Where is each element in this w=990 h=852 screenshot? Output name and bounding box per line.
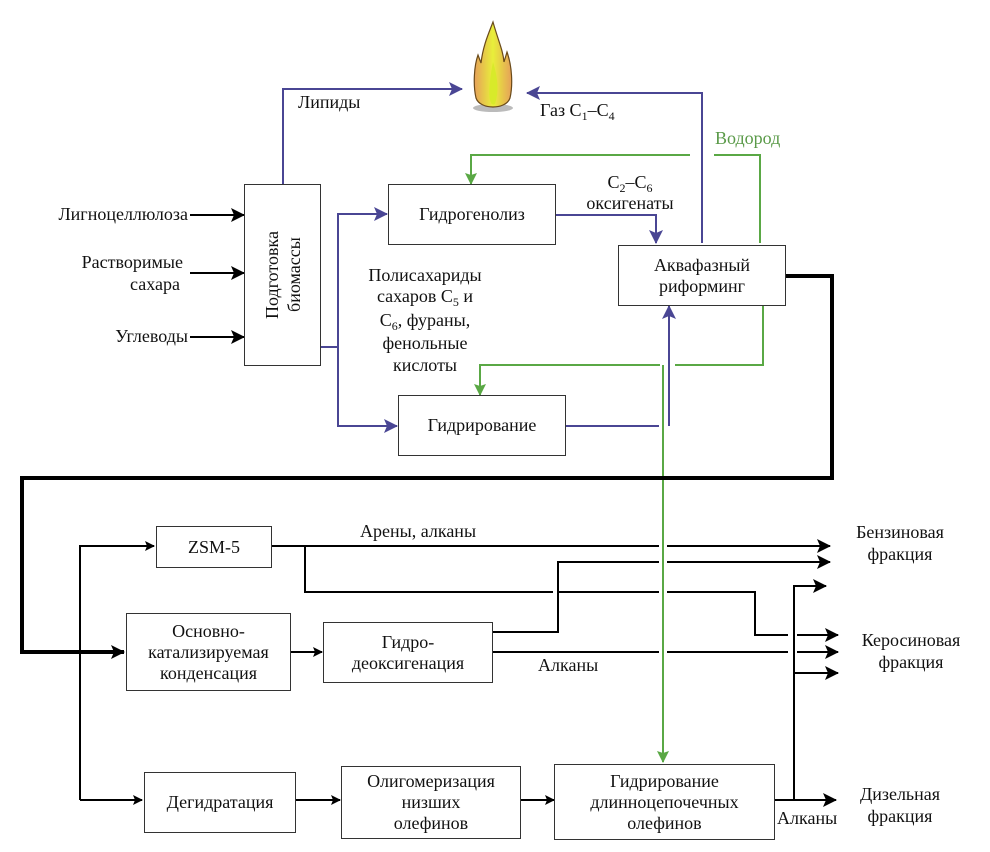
box-aqueous-reforming-line2: риформинг [658,275,746,296]
arrow-gasoline-3 [793,579,827,800]
label-polysaccharides-line3: C6, фураны, [379,310,471,333]
line-hydrogen-top [714,154,761,243]
box-biomass-preparation[interactable]: Подготовка биомассы [244,184,321,366]
output-diesel-line1: Дизельная [859,784,941,804]
input-lignocellulose: Лигноцеллюлоза [58,204,188,224]
label-alkanes-mid: Алканы [538,655,599,675]
box-hydrodeoxygenation[interactable]: Гидро- деоксигенация [323,622,493,683]
box-aqueous-reforming-line1: Аквафазный [653,254,751,275]
label-hydrogen: Водород [715,128,781,148]
box-long-chain-line2: длинноцепочечных [590,791,739,812]
arrow-to-hydrogenation [337,347,398,433]
input-carbohydrates: Углеводы [115,326,188,346]
box-base-condensation-line1: Основно- [172,620,245,641]
box-base-condensation-line3: конденсация [160,662,257,683]
label-alkanes-bottom: Алканы [777,808,838,828]
input-arrows [190,208,245,344]
flame-icon [473,20,513,112]
box-hydrogenolysis[interactable]: Гидрогенолиз [388,184,556,245]
box-base-condensation-line2: катализируемая [148,641,269,662]
arrow-hydrogen-to-hydrogenolysis [465,154,690,185]
arrow-reforming-to-condensation [20,274,834,659]
output-diesel-line2: фракция [867,806,933,826]
box-biomass-preparation-line2: биомассы [283,237,304,313]
box-zsm5[interactable]: ZSM-5 [156,526,272,568]
input-soluble-sugars-line2: сахара [130,274,180,294]
box-long-chain-hydrogenation[interactable]: Гидрирование длинноцепочечных олефинов [554,764,775,840]
output-kerosene-line2: фракция [878,652,944,672]
line-hdo-to-gasoline [492,561,659,633]
label-gas-c1-c4: Газ C1–C4 [540,100,615,123]
label-polysaccharides-line2: сахаров C5 и [376,286,474,309]
arrow-to-zsm5 [79,541,155,800]
label-polysaccharides-line1: Полисахариды [368,265,482,285]
label-oxygenates: оксигенаты [586,193,674,213]
box-oligomerization[interactable]: Олигомеризация низших олефинов [341,766,521,839]
arrow-hydrogen-to-hydrogenation [474,364,660,396]
box-long-chain-line1: Гидрирование [610,770,719,791]
box-hdo-line2: деоксигенация [351,652,465,673]
arrow-lipids [282,82,463,184]
arrow-gas [526,86,703,243]
label-arenes-alkanes: Арены, алканы [360,521,477,541]
box-oligomerization-line1: Олигомеризация [367,771,495,791]
output-gasoline-line1: Бензиновая [856,522,944,542]
box-base-catalyzed-condensation[interactable]: Основно- катализируемая конденсация [126,613,291,691]
box-dehydration[interactable]: Дегидратация [144,772,296,833]
label-lipids: Липиды [298,92,361,112]
box-biomass-preparation-line1: Подготовка [261,231,282,319]
box-hdo-line1: Гидро- [381,631,435,652]
input-soluble-sugars-line1: Растворимые [81,252,183,272]
line-zsm5-out-b [304,546,553,593]
output-kerosene-line1: Керосиновая [861,630,961,650]
box-hydrogenation[interactable]: Гидрирование [398,395,566,456]
arrow-oxygenates [555,214,663,244]
box-oligomerization-line2: низших [401,792,461,812]
line-hydrogen-bottom [675,305,764,366]
label-c2-c6: C2–C6 [607,172,653,195]
line-zsm5-to-kerosene [667,591,788,636]
box-aqueous-reforming[interactable]: Аквафазный риформинг [618,245,786,306]
label-polysaccharides-line4: фенольные [382,333,468,353]
output-gasoline-line2: фракция [867,544,933,564]
box-oligomerization-line3: олефинов [393,813,469,833]
label-polysaccharides-line5: кислоты [392,355,458,375]
box-long-chain-line3: олефинов [627,812,702,833]
arrow-to-hydrogenolysis [320,207,388,348]
